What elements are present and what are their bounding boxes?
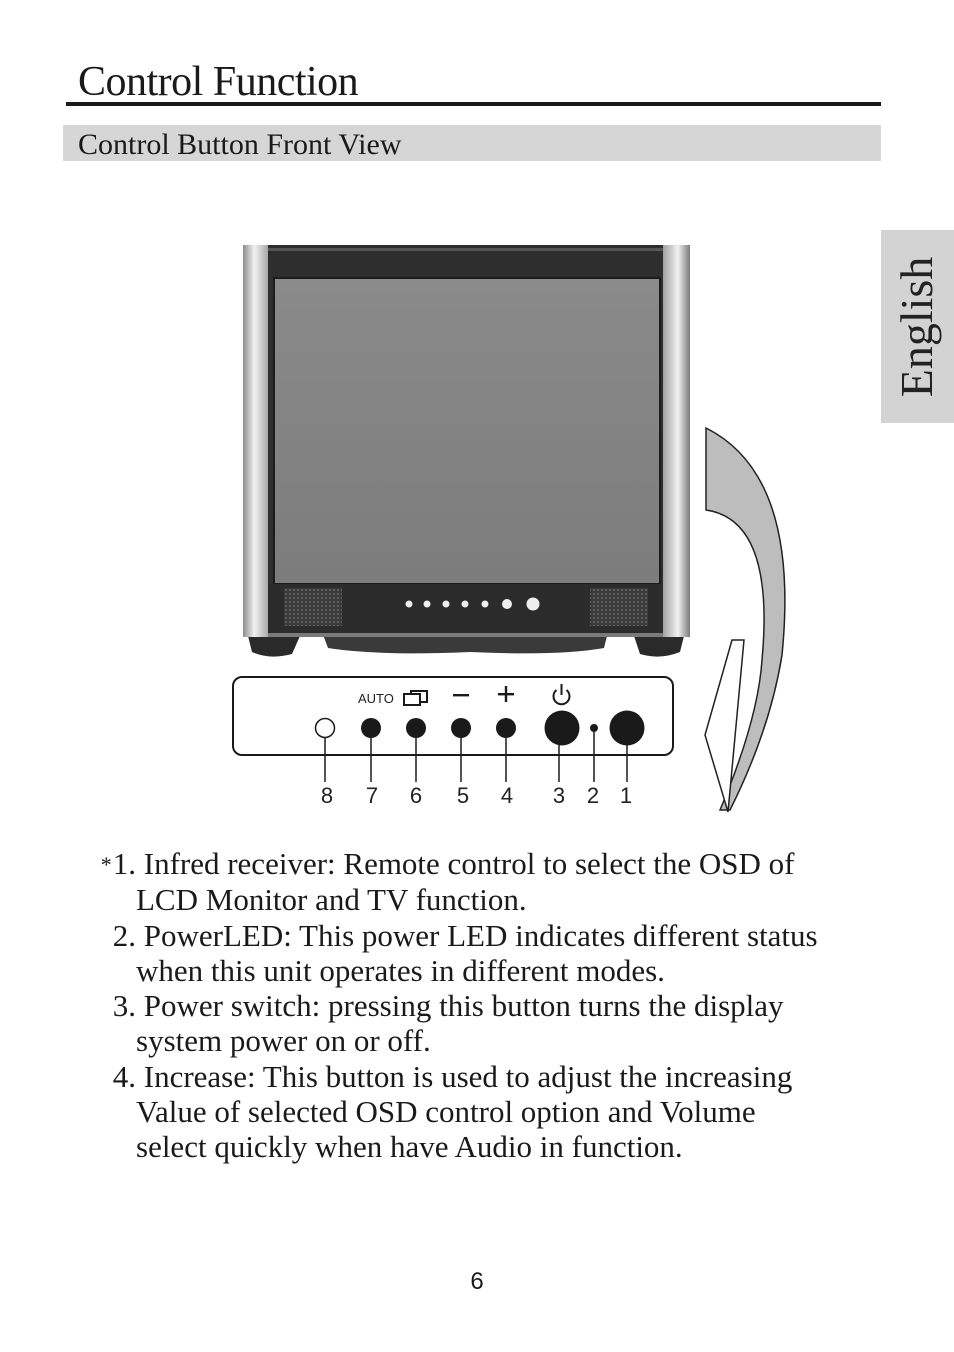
page-title: Control Function — [78, 59, 359, 105]
footnote-star: * — [100, 852, 112, 877]
item-text: PowerLED: This power LED indicates diffe… — [143, 917, 818, 953]
menu-button[interactable] — [406, 718, 426, 738]
item-number: 1. — [112, 846, 136, 881]
callout-number-6: 6 — [410, 783, 422, 808]
decrease-button[interactable] — [451, 718, 471, 738]
control-descriptions-list: *1. Infred receiver: Remote control to s… — [86, 846, 896, 1165]
callout-number-7: 7 — [366, 783, 378, 808]
list-item: 2. PowerLED: This power LED indicates di… — [86, 918, 896, 989]
item-text: system power on or off. — [136, 1023, 431, 1059]
power-led — [590, 724, 598, 732]
plus-icon — [498, 686, 514, 702]
infrared-receiver-sensor — [314, 717, 336, 739]
menu-icon — [403, 690, 428, 706]
monitor-illustration — [243, 245, 690, 657]
minus-icon — [453, 694, 469, 697]
item-text: when this unit operates in different mod… — [136, 952, 665, 988]
item-text: Increase: This button is used to adjust … — [143, 1058, 793, 1094]
callout-leader-lines — [324, 732, 628, 782]
item-number: 2. — [112, 917, 136, 953]
title-rule — [66, 102, 881, 106]
page-number: 6 — [470, 1268, 484, 1295]
item-text: Value of selected OSD control option and… — [136, 1094, 756, 1130]
item-number: 4. — [112, 1058, 136, 1094]
callout-number-3: 3 — [553, 783, 565, 808]
auto-label: AUTO — [358, 691, 394, 706]
power-button[interactable] — [544, 710, 580, 746]
item-number: 3. — [112, 988, 136, 1024]
callout-number-8: 8 — [321, 783, 333, 808]
callout-number-1: 1 — [620, 783, 632, 808]
list-item: 3. Power switch: pressing this button tu… — [86, 988, 896, 1059]
item-text: Power switch: pressing this button turns… — [143, 988, 784, 1024]
power-icon — [552, 684, 571, 706]
callout-number-2: 2 — [587, 783, 599, 808]
auto-button[interactable] — [361, 718, 381, 738]
callout-number-5: 5 — [457, 783, 469, 808]
increase-button[interactable] — [496, 718, 516, 738]
list-item: 4. Increase: This button is used to adju… — [86, 1059, 896, 1165]
curved-arrow — [704, 426, 786, 813]
control-panel-outline — [232, 676, 674, 756]
section-title: Control Button Front View — [78, 128, 402, 161]
language-tab — [881, 230, 954, 423]
callout-number-4: 4 — [501, 783, 513, 808]
item-text: LCD Monitor and TV function. — [136, 882, 527, 918]
item-text: select quickly when have Audio in functi… — [136, 1129, 683, 1165]
list-item: *1. Infred receiver: Remote control to s… — [86, 846, 896, 918]
infrared-receiver-window — [609, 710, 645, 746]
section-header-bar — [63, 125, 881, 161]
item-text: Infred receiver: Remote control to selec… — [143, 846, 795, 881]
